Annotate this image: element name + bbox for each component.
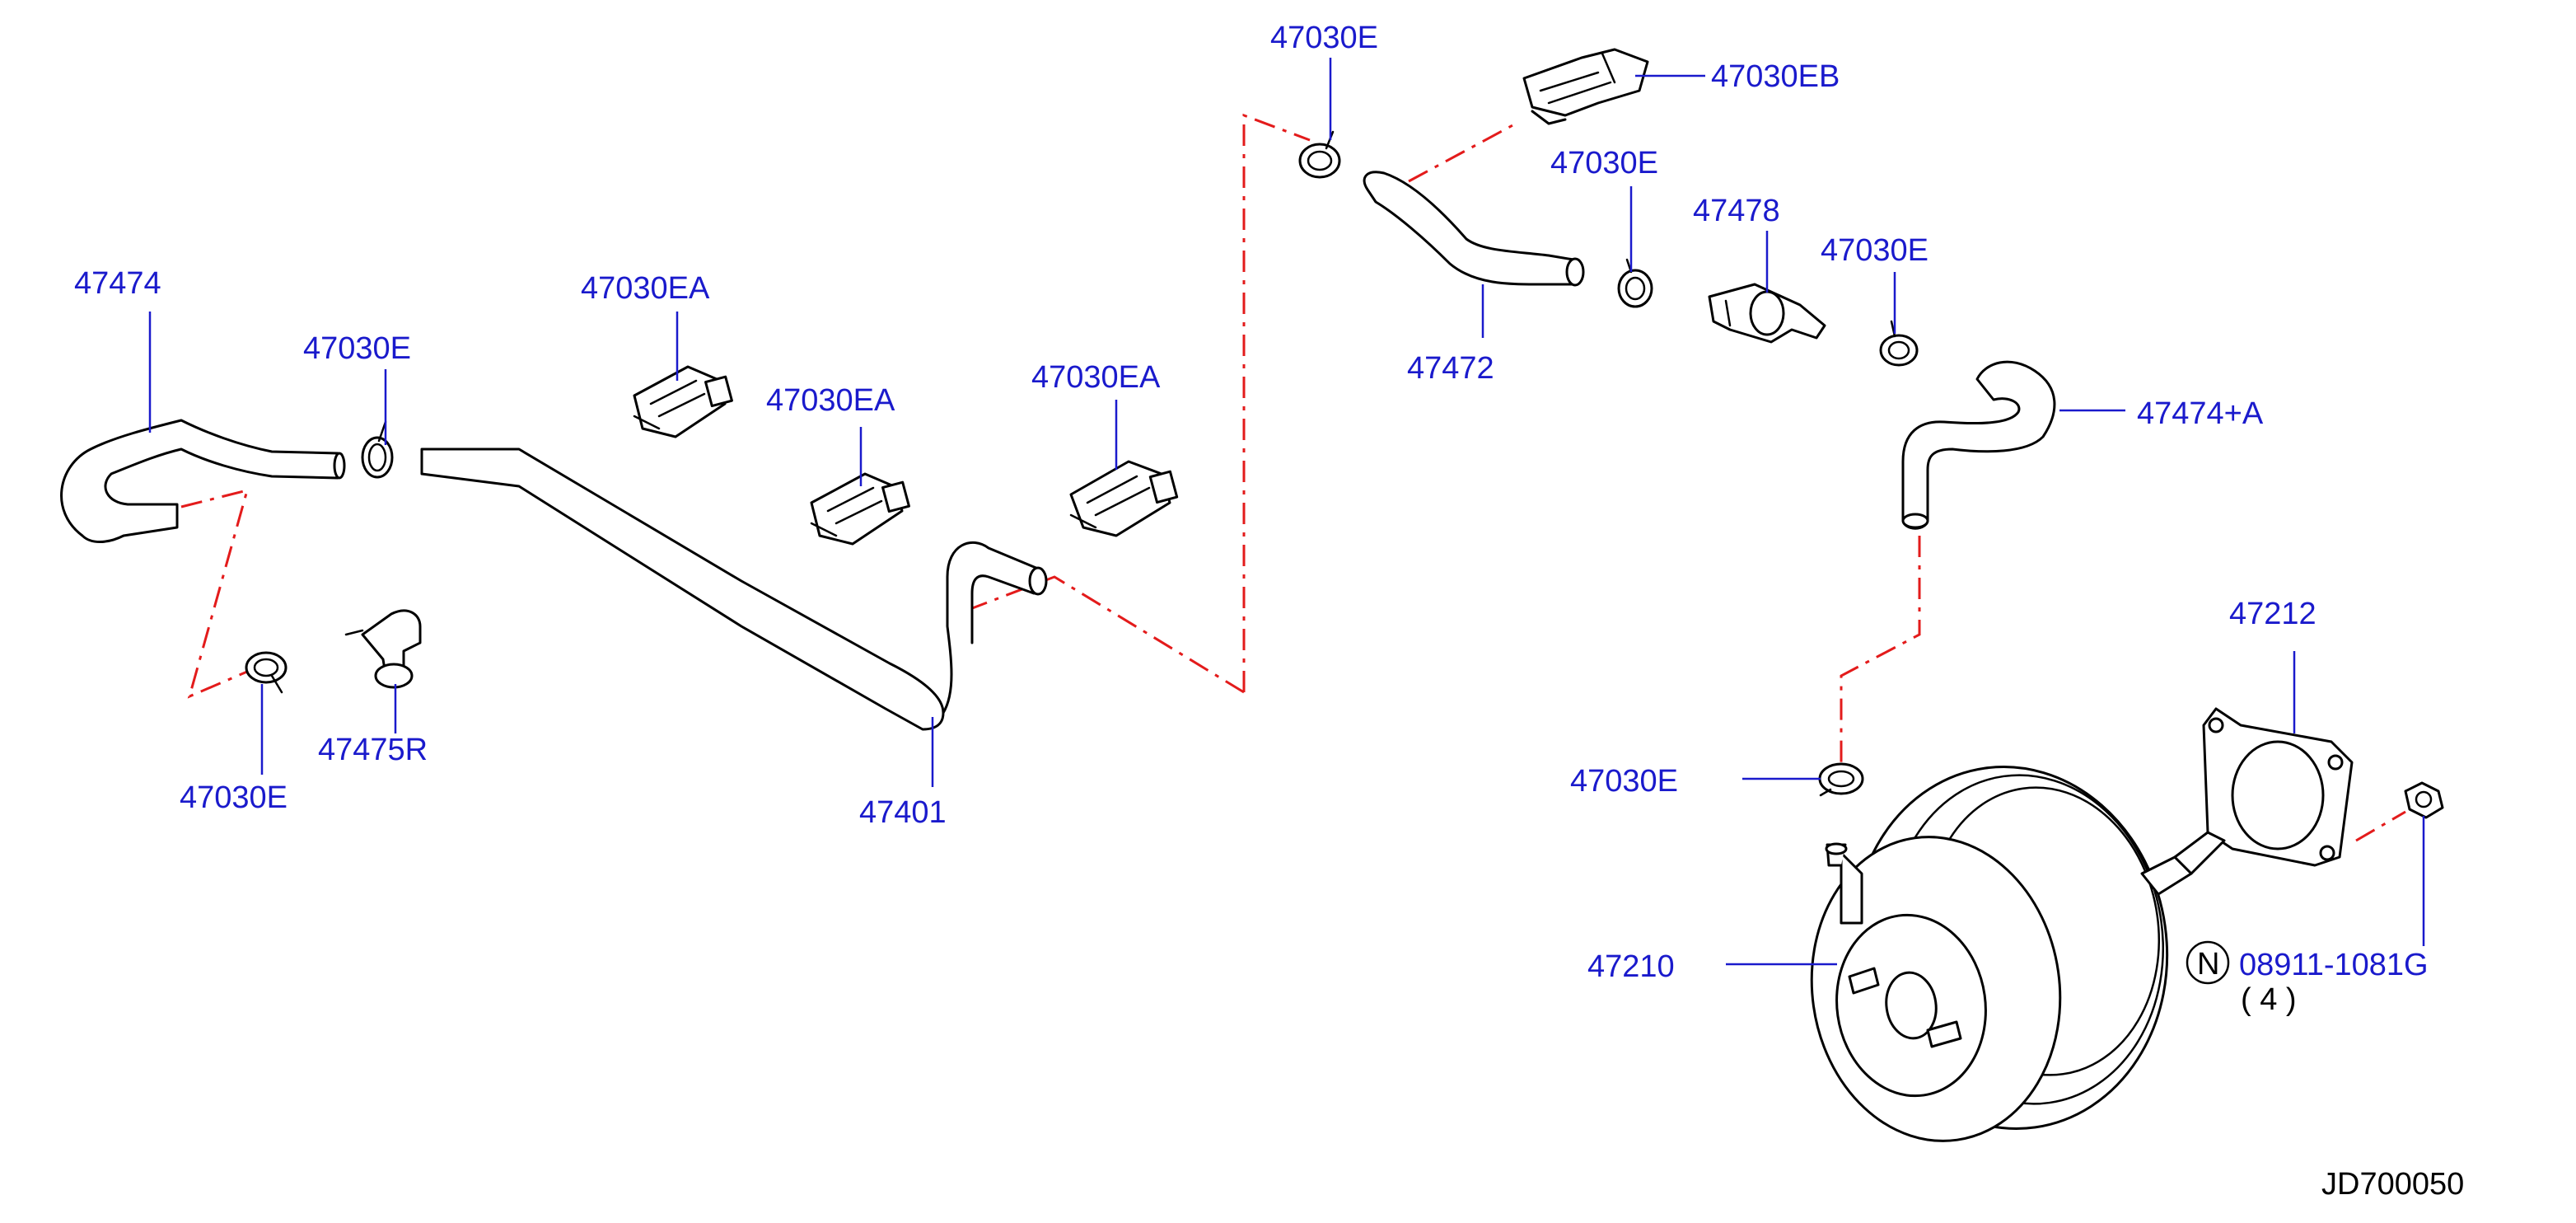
clamp-47030e-b xyxy=(245,651,288,694)
label-47030ea-b: 47030EA xyxy=(766,383,895,418)
label-47401: 47401 xyxy=(859,795,947,830)
hose-47474a xyxy=(1901,360,2056,530)
label-47030eb: 47030EB xyxy=(1711,59,1840,94)
clamp-47030e-d xyxy=(1617,258,1653,308)
label-47030e-e: 47030E xyxy=(1821,233,1928,268)
label-quantity: ( 4 ) xyxy=(2241,982,2297,1017)
label-47474: 47474 xyxy=(74,266,161,301)
label-47030e-d: 47030E xyxy=(1550,146,1658,180)
gasket-47212 xyxy=(2202,707,2354,867)
label-47478: 47478 xyxy=(1693,194,1780,228)
label-47030e-b: 47030E xyxy=(180,780,288,815)
diagram-code: JD700050 xyxy=(2321,1167,2464,1202)
label-47472: 47472 xyxy=(1407,351,1494,386)
hose-47472 xyxy=(1363,171,1585,287)
elbow-connector-47475r xyxy=(344,609,422,689)
label-47030ea-c: 47030EA xyxy=(1031,360,1161,395)
label-47030e-a: 47030E xyxy=(303,331,411,366)
clamp-47030e-e xyxy=(1879,320,1919,367)
label-47210: 47210 xyxy=(1587,949,1675,984)
label-47030ea-a: 47030EA xyxy=(581,271,710,306)
nut-08911-1081g xyxy=(2404,781,2444,819)
label-47030e-c: 47030E xyxy=(1270,21,1378,55)
dashed-connector-lines xyxy=(180,113,2406,842)
label-47212: 47212 xyxy=(2229,597,2317,631)
hose-clip-47030ea-b xyxy=(810,472,910,546)
check-valve-47478 xyxy=(1708,283,1826,344)
hose-47474 xyxy=(60,419,346,543)
leader-lines xyxy=(148,58,2425,966)
clamp-47030e-f xyxy=(1818,762,1864,797)
label-08911-1081g: 08911-1081G xyxy=(2239,948,2429,982)
label-47475r: 47475R xyxy=(318,733,428,767)
clamp-47030e-a xyxy=(361,420,394,479)
hose-clip-47030ea-a xyxy=(633,365,733,438)
label-47474a: 47474+A xyxy=(2137,396,2264,431)
bracket-47030eb xyxy=(1522,48,1649,125)
n-symbol: N xyxy=(2186,940,2230,985)
vacuum-pipe-47401 xyxy=(420,447,1048,731)
n-symbol-letter: N xyxy=(2197,947,2219,982)
brake-booster-47210 xyxy=(1810,766,2226,1142)
hose-clip-47030ea-c xyxy=(1069,460,1179,537)
label-47030e-f: 47030E xyxy=(1570,764,1678,799)
